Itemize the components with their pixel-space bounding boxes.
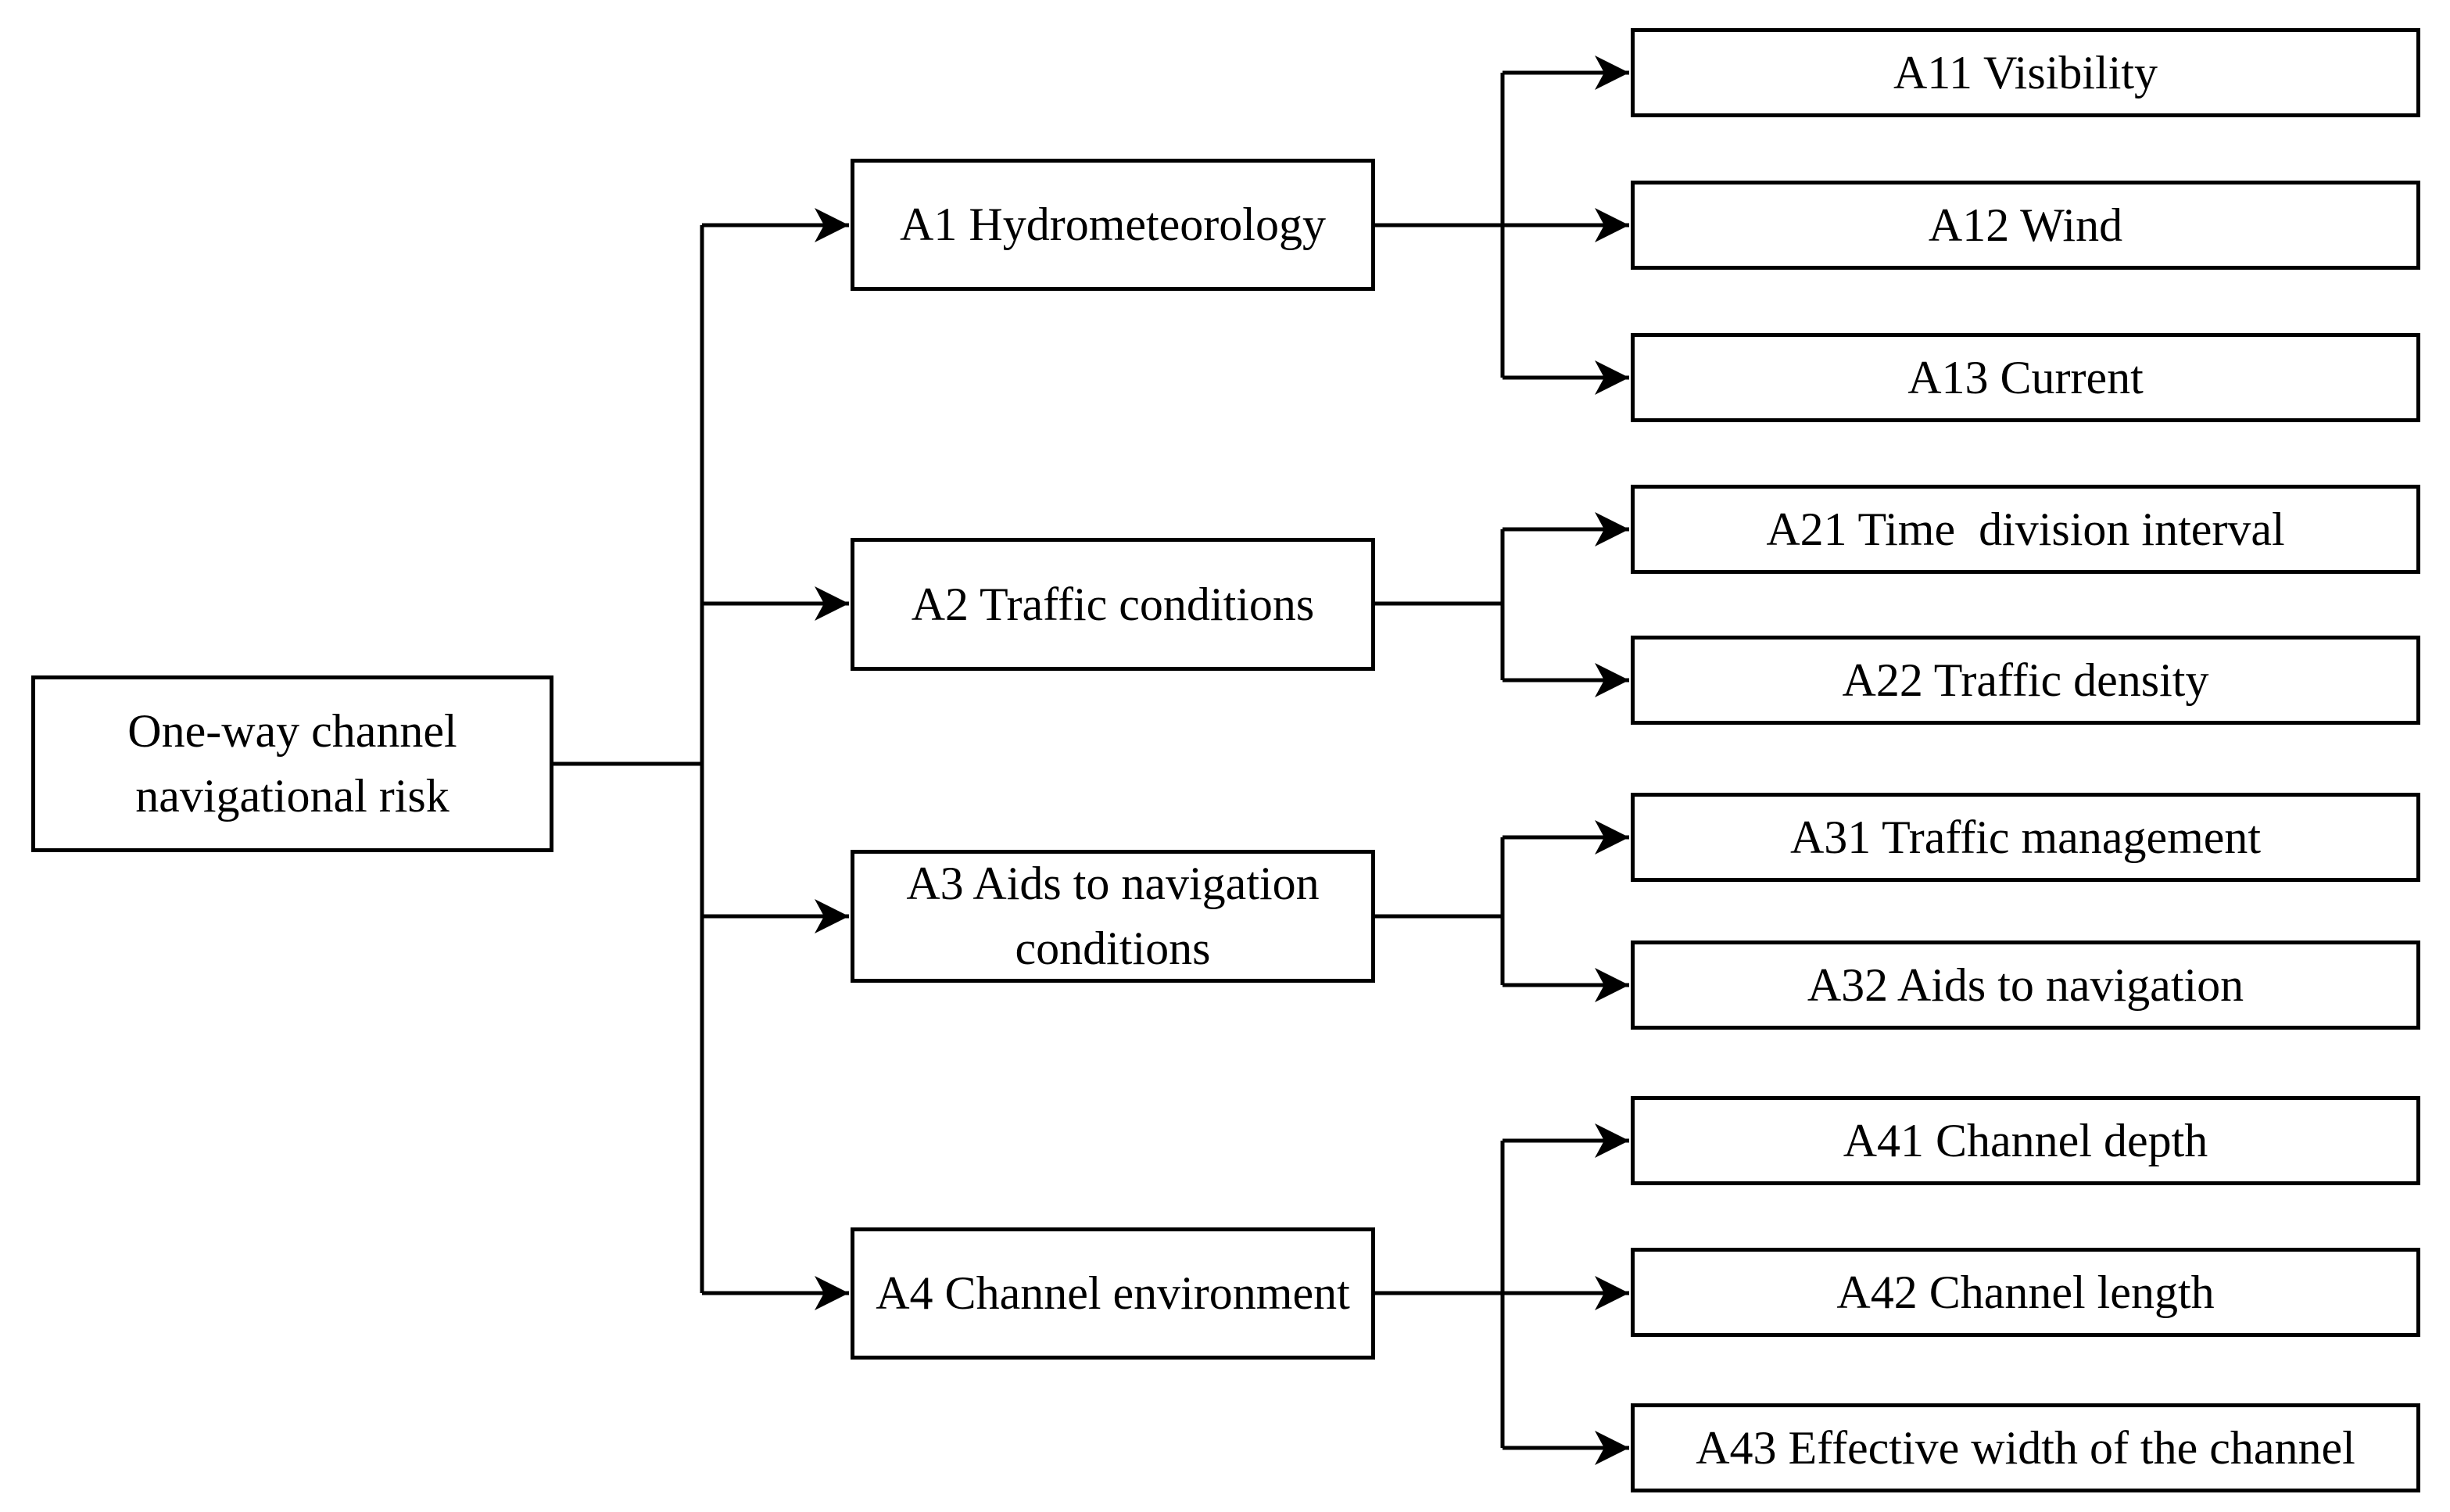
factor-a42-node: A42 Channel length xyxy=(1631,1248,2420,1337)
factor-a22-node: A22 Traffic density xyxy=(1631,636,2420,725)
factor-a11-label: A11 Visibility xyxy=(1893,46,2158,99)
factor-a41-node: A41 Channel depth xyxy=(1631,1096,2420,1185)
factor-a43-node: A43 Effective width of the channel xyxy=(1631,1403,2420,1492)
category-a4-node: A4 Channel environment xyxy=(851,1227,1375,1360)
factor-a21-label: A21 Time division interval xyxy=(1766,503,2285,555)
factor-a12-node: A12 Wind xyxy=(1631,181,2420,270)
category-a1-node: A1 Hydrometeorology xyxy=(851,159,1375,291)
factor-a42-label: A42 Channel length xyxy=(1836,1266,2215,1318)
factor-a13-label: A13 Current xyxy=(1907,351,2144,403)
factor-a13-node: A13 Current xyxy=(1631,333,2420,422)
category-a4-label: A4 Channel environment xyxy=(876,1267,1350,1320)
factor-a12-label: A12 Wind xyxy=(1928,199,2123,251)
root-node: One-way channel navigational risk xyxy=(31,675,553,852)
factor-a32-label: A32 Aids to navigation xyxy=(1807,958,2244,1011)
factor-a22-label: A22 Traffic density xyxy=(1842,654,2209,706)
category-a3-node: A3 Aids to navigation conditions xyxy=(851,850,1375,983)
factor-a31-node: A31 Traffic management xyxy=(1631,793,2420,882)
factor-a32-node: A32 Aids to navigation xyxy=(1631,941,2420,1030)
category-a2-label: A2 Traffic conditions xyxy=(911,578,1315,630)
root-label: One-way channel navigational risk xyxy=(127,705,457,822)
factor-a11-node: A11 Visibility xyxy=(1631,28,2420,117)
category-a3-label: A3 Aids to navigation conditions xyxy=(906,858,1320,974)
factor-a21-node: A21 Time division interval xyxy=(1631,485,2420,574)
factor-a41-label: A41 Channel depth xyxy=(1843,1114,2208,1166)
factor-a43-label: A43 Effective width of the channel xyxy=(1696,1421,2355,1474)
factor-a31-label: A31 Traffic management xyxy=(1789,811,2262,863)
category-a2-node: A2 Traffic conditions xyxy=(851,538,1375,671)
category-a1-label: A1 Hydrometeorology xyxy=(900,199,1326,251)
